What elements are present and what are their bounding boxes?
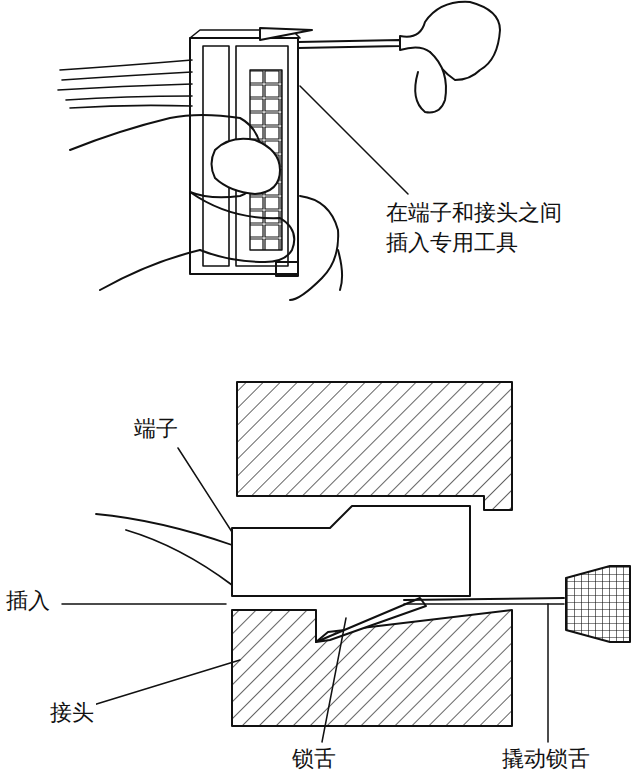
connector-housing	[190, 30, 300, 276]
part-label: 插入	[4, 586, 52, 616]
leader-lines	[62, 448, 548, 742]
part-label: 端子	[132, 414, 180, 444]
pry-tool	[404, 566, 630, 642]
part-label: 接头	[48, 698, 96, 728]
wires	[58, 60, 192, 108]
connector-section	[232, 382, 512, 726]
part-label: 撬动锁舌	[500, 744, 592, 774]
leader-line	[300, 86, 408, 194]
terminal	[96, 506, 470, 596]
part-label: 锁舌	[290, 744, 338, 774]
hand	[70, 115, 342, 300]
callout-note: 在端子和接头之间 插入专用工具	[384, 198, 572, 257]
special-tool	[260, 2, 500, 113]
